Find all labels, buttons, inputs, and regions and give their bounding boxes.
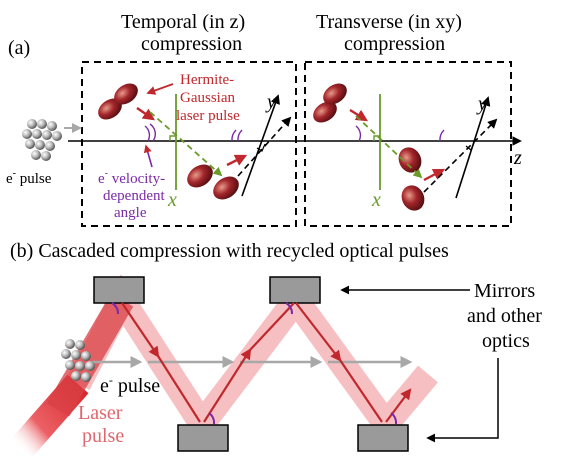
hg-label-pointer bbox=[146, 83, 174, 95]
y-axis-label-left: y bbox=[265, 91, 276, 113]
laser-beam-centerline bbox=[121, 302, 412, 423]
z-axis-label: z bbox=[513, 147, 522, 169]
electron-bunch-b bbox=[61, 339, 95, 382]
laser-pulse-label-line2: pulse bbox=[82, 425, 124, 447]
temporal-title-line1: Temporal (in z) bbox=[121, 11, 245, 33]
mirror-top-2 bbox=[269, 276, 321, 304]
electron-bunch-a bbox=[22, 119, 62, 161]
hg-label-line3: laser pulse bbox=[176, 108, 240, 124]
transverse-dashed-box bbox=[304, 61, 512, 227]
temporal-dashed-box bbox=[81, 61, 297, 227]
beam-path-dashed-right bbox=[355, 115, 423, 179]
x-axis-label-right: x bbox=[371, 189, 381, 211]
mirrors-label-line2: and other bbox=[467, 305, 542, 327]
angle-label-line1: e- velocity- bbox=[98, 168, 165, 187]
laser-propagation-arrow-2 bbox=[226, 154, 248, 167]
mirror-top-1 bbox=[93, 276, 145, 304]
right-angle-mark-left bbox=[169, 135, 176, 141]
mirrors-label-line1: Mirrors bbox=[474, 280, 535, 302]
laser-pulse-label-line1: Laser bbox=[78, 402, 123, 424]
angle-arc-mirror-1 bbox=[111, 302, 119, 315]
temporal-title-line2: compression bbox=[141, 33, 242, 55]
x-axis-label-left: x bbox=[167, 189, 177, 211]
laser-propagation-arrow-1 bbox=[136, 107, 155, 121]
hg-laser-pulse-incoming-left bbox=[98, 83, 138, 120]
angle-label-line2: dependent bbox=[103, 188, 165, 204]
panel-b-title: (b) Cascaded compression with recycled o… bbox=[10, 240, 449, 262]
hg-laser-pulse-outgoing-right bbox=[398, 147, 425, 211]
mirror-bottom-2 bbox=[357, 424, 409, 452]
mirror-bottom-1 bbox=[177, 424, 229, 452]
angle-label-pointer bbox=[143, 144, 153, 168]
y-axis-label-right: y bbox=[476, 93, 487, 115]
e-pulse-label-a: e- pulse bbox=[6, 168, 52, 187]
hg-label-line1: Hermite- bbox=[180, 72, 234, 88]
angle-arc-right bbox=[355, 125, 362, 142]
laser-propagation-arrow-4 bbox=[423, 168, 446, 182]
beam-path-dashed-left bbox=[149, 111, 223, 177]
angle-arc-left bbox=[144, 125, 151, 142]
hg-laser-pulse-outgoing-left bbox=[187, 164, 239, 200]
panel-a-label: (a) bbox=[8, 37, 30, 59]
angle-label-line3: angle bbox=[114, 205, 147, 221]
y-axis-left bbox=[241, 94, 280, 197]
beam-path-dashed-left-2 bbox=[237, 116, 292, 177]
transverse-title-line1: Transverse (in xy) bbox=[316, 11, 462, 33]
transverse-title-line2: compression bbox=[344, 33, 445, 55]
e-pulse-label-b: e- pulse bbox=[100, 373, 160, 397]
hg-laser-pulse-incoming-right bbox=[313, 83, 347, 123]
mirrors-pointer-bottom bbox=[426, 358, 499, 443]
mirrors-label-line3: optics bbox=[482, 330, 530, 352]
hg-label-line2: Gaussian bbox=[180, 90, 235, 106]
beam-path-dashed-right-2 bbox=[423, 118, 498, 193]
laser-propagation-arrow-3 bbox=[349, 108, 369, 122]
